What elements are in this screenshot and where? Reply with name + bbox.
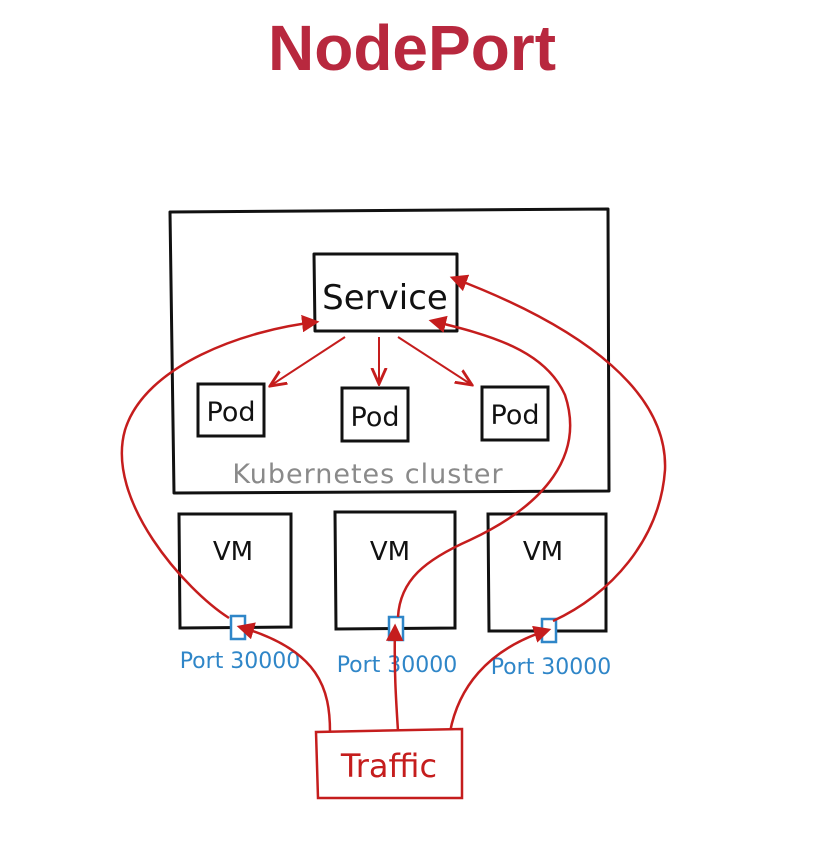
- pod-label: Pod: [491, 400, 540, 431]
- port-label: Port 30000: [180, 649, 301, 674]
- pod-box: [340, 386, 410, 443]
- service-label: Service: [322, 278, 448, 318]
- vm-label: VM: [370, 537, 410, 567]
- cluster-box: [168, 207, 611, 495]
- traffic-to-port-arrow: [448, 625, 552, 733]
- pod-box: [196, 382, 266, 438]
- traffic-to-port-arrow: [236, 622, 332, 733]
- service-box: [312, 252, 459, 333]
- vm-label: VM: [213, 537, 253, 567]
- port-to-service-arrow: [396, 315, 572, 618]
- pod-box: [480, 385, 550, 442]
- service-to-pod-arrow: [270, 336, 346, 386]
- pod-label: Pod: [207, 397, 256, 428]
- vm-label: VM: [523, 537, 563, 567]
- traffic-box: [314, 727, 464, 800]
- service-to-pod-arrow: [397, 336, 472, 385]
- traffic-to-port-arrow: [385, 623, 404, 732]
- page-title: NodePort: [268, 12, 556, 84]
- vm-box: [177, 512, 293, 630]
- vm-box: [333, 510, 457, 631]
- vm-box: [486, 512, 608, 633]
- traffic-label: Traffic: [340, 747, 437, 785]
- port-to-service-arrow: [449, 274, 667, 623]
- port-to-service-arrow: [120, 314, 320, 620]
- port-label: Port 30000: [337, 653, 458, 678]
- pod-label: Pod: [351, 402, 400, 433]
- cluster-label: Kubernetes cluster: [232, 459, 503, 490]
- port-label: Port 30000: [491, 655, 612, 680]
